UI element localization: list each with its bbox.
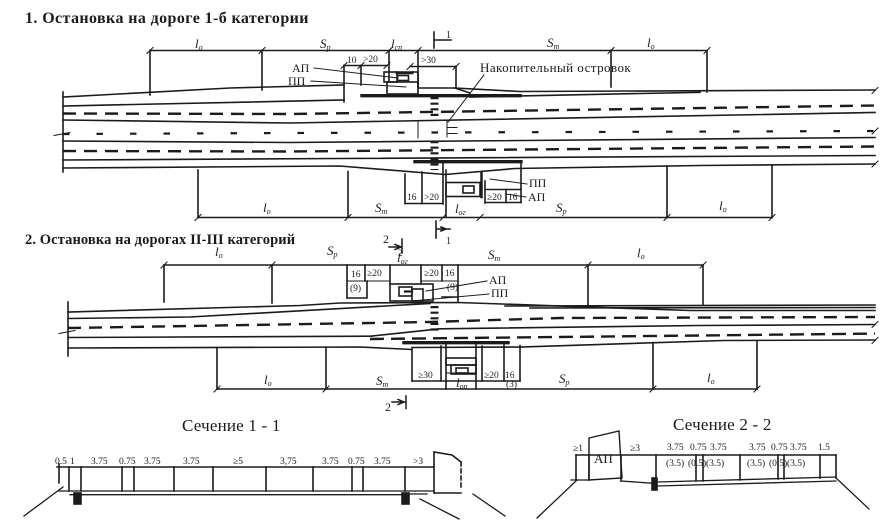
svg-text:1: 1 <box>70 457 75 467</box>
svg-text:3,75: 3,75 <box>280 457 297 467</box>
svg-text:1.5: 1.5 <box>818 443 830 453</box>
svg-text:3.75: 3.75 <box>91 457 108 467</box>
svg-text:≥5: ≥5 <box>233 457 243 467</box>
svg-text:lо: lо <box>707 370 715 386</box>
svg-text:≥3: ≥3 <box>630 444 640 454</box>
svg-text:(3.5): (3.5) <box>787 458 805 469</box>
svg-text:АП: АП <box>528 190 546 204</box>
svg-text:2: 2 <box>398 248 403 258</box>
svg-text:16: 16 <box>508 193 518 203</box>
svg-text:>3: >3 <box>413 457 423 467</box>
svg-text:Sр: Sр <box>327 243 338 259</box>
svg-text:lо: lо <box>215 244 223 260</box>
svg-text:3.75: 3.75 <box>322 457 339 467</box>
svg-text:ПП: ПП <box>288 74 306 88</box>
svg-text:>20: >20 <box>424 193 439 203</box>
svg-text:ПП: ПП <box>491 286 509 300</box>
svg-text:Sт: Sт <box>547 35 560 51</box>
svg-text:Sр: Sр <box>559 371 570 387</box>
svg-text:lо: lо <box>647 35 655 51</box>
svg-text:2: 2 <box>385 400 391 414</box>
svg-text:0.75: 0.75 <box>771 443 788 453</box>
svg-text:Sр: Sр <box>320 36 331 52</box>
svg-text:lоп: lоп <box>456 375 468 391</box>
svg-text:16: 16 <box>505 371 515 381</box>
svg-text:АП: АП <box>489 273 507 287</box>
svg-text:Sт: Sт <box>488 247 501 263</box>
svg-text:>30: >30 <box>421 56 436 66</box>
svg-text:1. Остановка на дороге 1-б кат: 1. Остановка на дороге 1-б категории <box>25 10 309 27</box>
svg-text:(0.5): (0.5) <box>688 458 706 469</box>
svg-text:(3.5): (3.5) <box>747 458 765 469</box>
svg-text:≥20: ≥20 <box>424 269 439 279</box>
svg-text:1: 1 <box>446 30 451 41</box>
svg-text:Sт: Sт <box>376 373 389 389</box>
svg-text:3.75: 3.75 <box>749 443 766 453</box>
svg-text:Sт: Sт <box>375 200 388 216</box>
svg-text:(3): (3) <box>506 379 517 390</box>
svg-text:1: 1 <box>446 236 451 247</box>
svg-text:16: 16 <box>445 269 455 279</box>
svg-text:3.75: 3.75 <box>710 443 727 453</box>
svg-text:≥1: ≥1 <box>573 444 583 454</box>
svg-text:lо: lо <box>264 372 272 388</box>
svg-text:Сечение 1 - 1: Сечение 1 - 1 <box>182 416 281 435</box>
svg-text:lо: lо <box>637 245 645 261</box>
svg-text:≥20: ≥20 <box>367 269 382 279</box>
svg-text:lог: lог <box>455 201 466 217</box>
svg-text:(3.5): (3.5) <box>666 458 684 469</box>
svg-text:0.75: 0.75 <box>119 457 136 467</box>
svg-text:0.5: 0.5 <box>55 457 67 467</box>
svg-text:АП: АП <box>292 61 310 75</box>
svg-text:≥30: ≥30 <box>418 371 433 381</box>
svg-text:>20: >20 <box>363 55 378 65</box>
svg-text:ПП: ПП <box>529 176 547 190</box>
svg-text:lсп: lсп <box>391 36 402 52</box>
svg-text:10: 10 <box>347 56 357 66</box>
svg-text:2: 2 <box>383 232 389 246</box>
svg-text:lо: lо <box>719 198 727 214</box>
svg-text:АП: АП <box>594 451 613 466</box>
svg-text:2. Остановка на дорогах II-III: 2. Остановка на дорогах II-III категорий <box>25 232 295 248</box>
svg-text:3.75: 3.75 <box>790 443 807 453</box>
svg-text:3.75: 3.75 <box>144 457 161 467</box>
svg-text:0.75: 0.75 <box>690 443 707 453</box>
svg-text:3.75: 3.75 <box>667 443 684 453</box>
svg-text:Накопительный островок: Накопительный островок <box>480 60 631 75</box>
svg-text:Сечение 2 - 2: Сечение 2 - 2 <box>673 415 772 434</box>
svg-text:≥20: ≥20 <box>484 371 499 381</box>
svg-text:lог: lог <box>397 250 408 266</box>
svg-text:(9): (9) <box>350 283 361 294</box>
svg-text:lо: lо <box>263 200 271 216</box>
svg-text:16: 16 <box>407 193 417 203</box>
svg-text:≥20: ≥20 <box>487 193 502 203</box>
svg-text:(3.5): (3.5) <box>706 458 724 469</box>
svg-text:Sр: Sр <box>556 200 567 216</box>
svg-text:(9): (9) <box>447 282 458 293</box>
svg-text:3.75: 3.75 <box>183 457 200 467</box>
svg-text:0.75: 0.75 <box>348 457 365 467</box>
svg-text:16: 16 <box>351 270 361 280</box>
svg-text:lо: lо <box>195 36 203 52</box>
svg-text:3.75: 3.75 <box>374 457 391 467</box>
svg-text:(0.5): (0.5) <box>769 458 787 469</box>
